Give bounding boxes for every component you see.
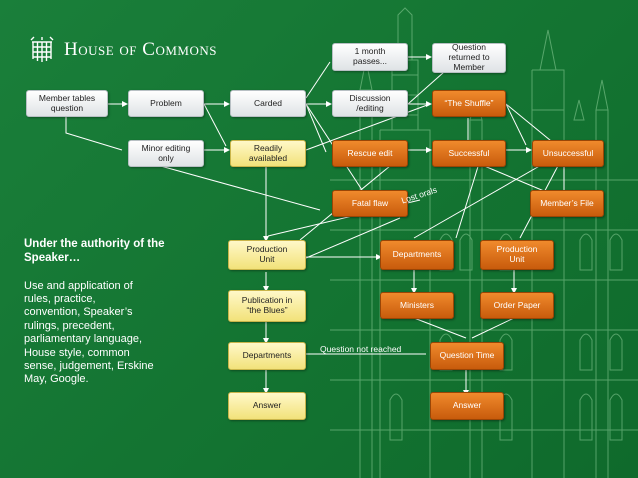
member-tables-question-box[interactable]: Member tables question: [26, 90, 108, 117]
question-returned-box[interactable]: Question returned to Member: [432, 42, 506, 73]
successful-box[interactable]: Successful: [432, 140, 506, 167]
question-not-reached-label: Question not reached: [320, 344, 402, 354]
discussion-editing-box[interactable]: Discussion /editing: [332, 90, 408, 117]
one-month-passes-box[interactable]: 1 month passes...: [332, 43, 408, 71]
the-shuffle-box[interactable]: “The Shuffle”: [432, 90, 506, 117]
production-unit-left-box[interactable]: Production Unit: [228, 240, 306, 270]
unsuccessful-box[interactable]: Unsuccessful: [532, 140, 604, 167]
speaker-authority-panel: Under the authority of the Speaker… Use …: [24, 238, 194, 387]
carded-box[interactable]: Carded: [230, 90, 306, 117]
problem-box[interactable]: Problem: [128, 90, 204, 117]
speaker-authority-heading: Under the authority of the Speaker…: [24, 238, 165, 264]
ministers-box[interactable]: Ministers: [380, 292, 454, 319]
publication-blues-box[interactable]: Publication in “the Blues”: [228, 290, 306, 322]
order-paper-box[interactable]: Order Paper: [480, 292, 554, 319]
portcullis-icon: [30, 36, 54, 62]
minor-editing-box[interactable]: Minor editing only: [128, 140, 204, 167]
production-unit-right-box[interactable]: Production Unit: [480, 240, 554, 270]
logo-wordmark: House of Commons: [64, 39, 217, 60]
answer-right-box[interactable]: Answer: [430, 392, 504, 420]
house-of-commons-logo: House of Commons: [28, 36, 217, 64]
members-file-box[interactable]: Member’s File: [530, 190, 604, 217]
departments-left-box[interactable]: Departments: [228, 342, 306, 370]
answer-left-box[interactable]: Answer: [228, 392, 306, 420]
departments-right-box[interactable]: Departments: [380, 240, 454, 270]
speaker-authority-body: Use and application of rules, practice, …: [24, 279, 154, 386]
fatal-flaw-box[interactable]: Fatal flaw: [332, 190, 408, 217]
readily-available-box[interactable]: Readily availabled: [230, 140, 306, 167]
rescue-edit-box[interactable]: Rescue edit: [332, 140, 408, 167]
question-time-box[interactable]: Question Time: [430, 342, 504, 370]
